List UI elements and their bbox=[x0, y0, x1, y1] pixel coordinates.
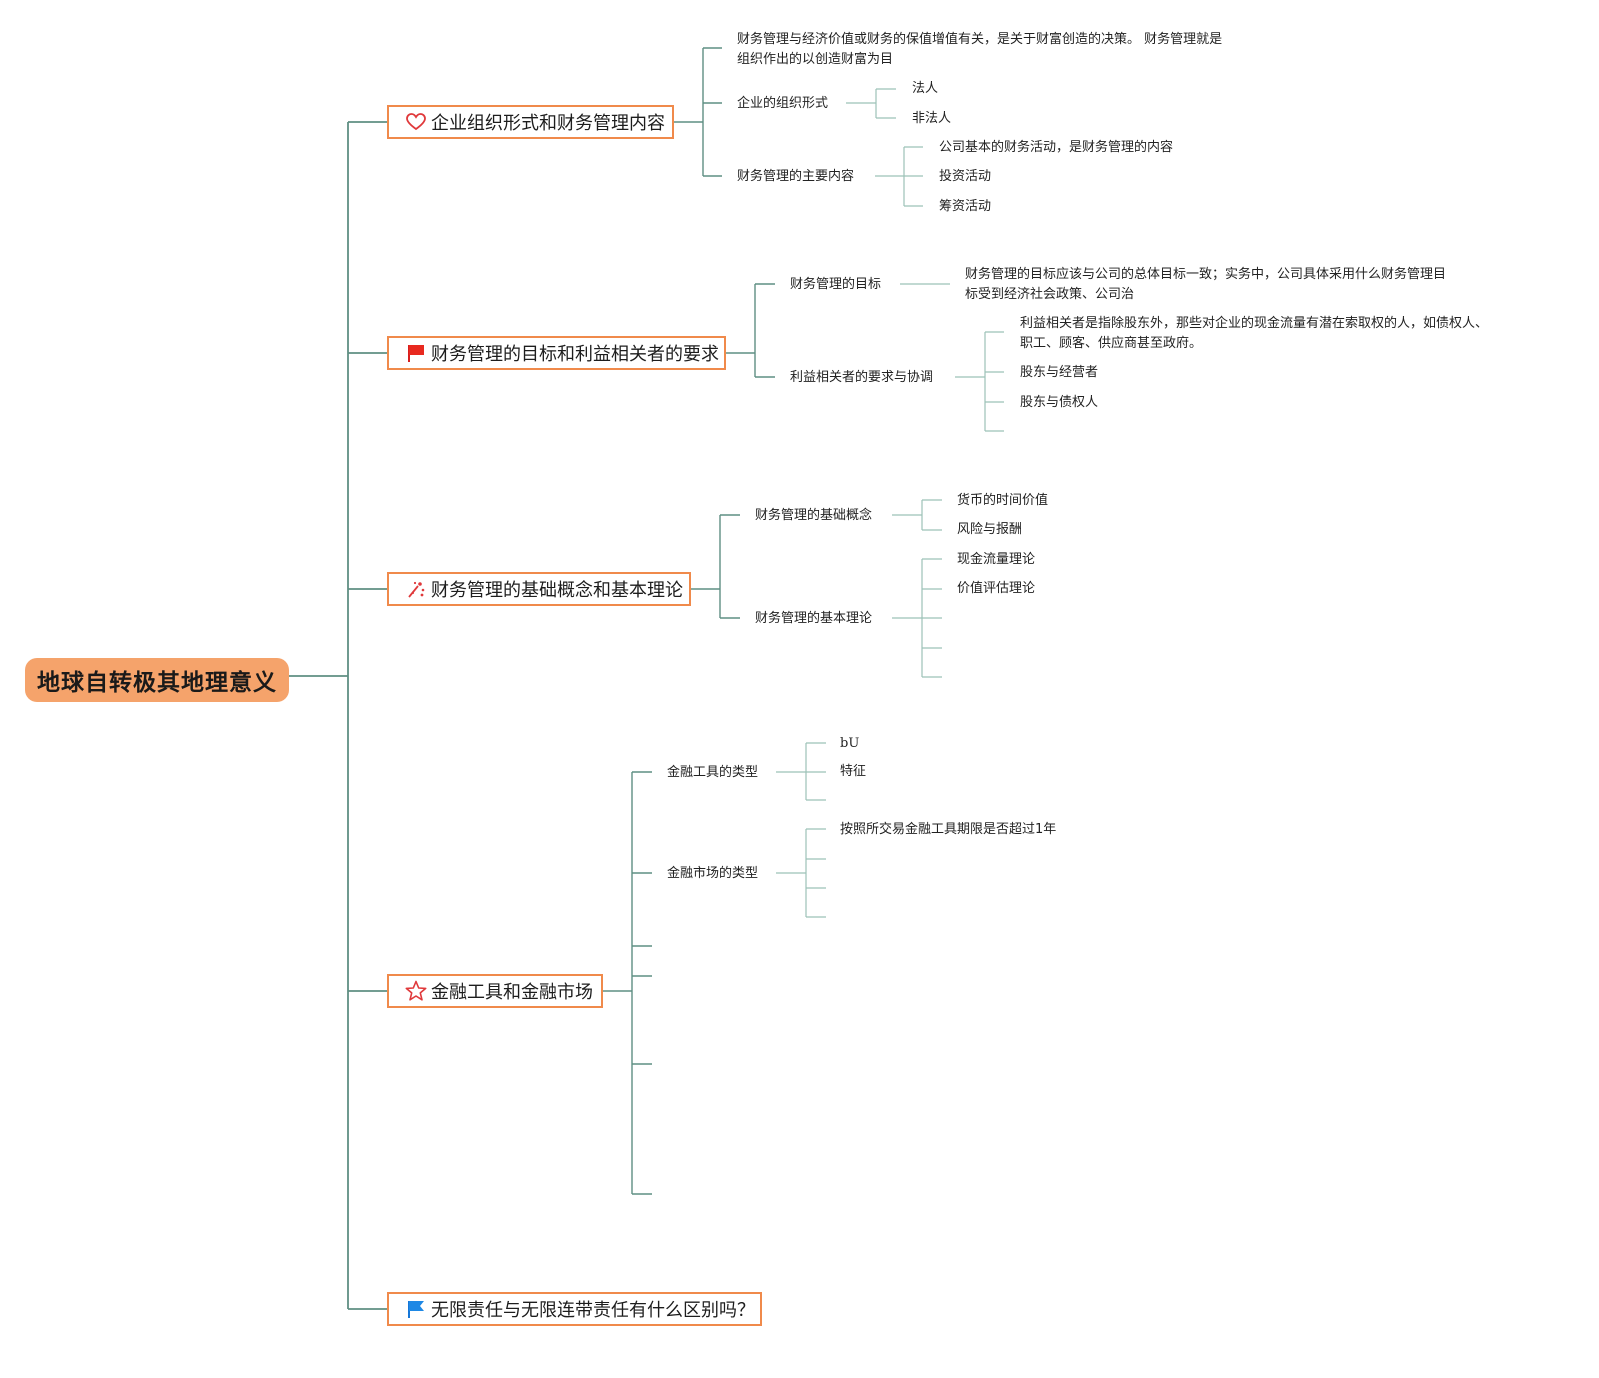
leaf-topic[interactable]: 筹资活动 bbox=[939, 199, 992, 214]
leaf-topic[interactable]: 公司基本的财务活动，是财务管理的内容 bbox=[939, 140, 1174, 155]
leaf-topic[interactable]: 风险与报酬 bbox=[957, 522, 1023, 537]
main-topic-goals[interactable]: 财务管理的目标和利益相关者的要求 bbox=[387, 336, 726, 370]
main-topic-label: 财务管理的基础概念和基本理论 bbox=[431, 580, 683, 601]
leaf-topic[interactable]: 股东与经营者 bbox=[1020, 365, 1099, 380]
main-topic-label: 企业组织形式和财务管理内容 bbox=[431, 113, 665, 134]
subtopic-org-forms[interactable]: 企业的组织形式 bbox=[737, 96, 829, 111]
main-topic-label: 金融工具和金融市场 bbox=[431, 982, 593, 1003]
leaf-topic[interactable]: 投资活动 bbox=[939, 169, 992, 184]
leaf-topic[interactable]: 非法人 bbox=[912, 111, 952, 126]
leaf-topic[interactable]: 特征 bbox=[840, 764, 867, 779]
leaf-topic[interactable]: bU bbox=[840, 736, 860, 751]
star-outline-icon bbox=[405, 980, 427, 1002]
leaf-topic[interactable]: 价值评估理论 bbox=[957, 581, 1036, 596]
leaf-topic[interactable]: 现金流量理论 bbox=[957, 552, 1036, 567]
main-topic-financial-markets[interactable]: 金融工具和金融市场 bbox=[387, 974, 603, 1008]
subtopic-main-content[interactable]: 财务管理的主要内容 bbox=[737, 169, 855, 184]
subtopic-basic-theories[interactable]: 财务管理的基本理论 bbox=[755, 611, 873, 626]
subtopic-instrument-types[interactable]: 金融工具的类型 bbox=[667, 765, 759, 780]
main-topic-label: 无限责任与无限连带责任有什么区别吗？ bbox=[431, 1300, 755, 1321]
main-topic-label: 财务管理的目标和利益相关者的要求 bbox=[431, 344, 719, 365]
subtopic-basic-concepts[interactable]: 财务管理的基础概念 bbox=[755, 508, 873, 523]
leaf-topic[interactable]: 利益相关者是指除股东外，那些对企业的现金流量有潜在索取权的人，如债权人、职工、顾… bbox=[1020, 316, 1489, 351]
leaf-topic[interactable]: 股东与债权人 bbox=[1020, 395, 1099, 410]
leaf-topic[interactable]: 按照所交易金融工具期限是否超过1年 bbox=[840, 822, 1057, 837]
root-topic-label: 地球自转极其地理意义 bbox=[37, 670, 277, 696]
leaf-topic[interactable]: 货币的时间价值 bbox=[957, 493, 1049, 508]
main-topic-organization[interactable]: 企业组织形式和财务管理内容 bbox=[387, 105, 674, 139]
red-flag-icon bbox=[405, 342, 427, 364]
leaf-topic[interactable]: 法人 bbox=[912, 81, 939, 96]
heart-outline-icon bbox=[405, 111, 427, 133]
subtopic-stakeholders[interactable]: 利益相关者的要求与协调 bbox=[790, 370, 934, 385]
leaf-topic[interactable]: 财务管理的目标应该与公司的总体目标一致；实务中，公司具体采用什么财务管理目标受到… bbox=[965, 267, 1447, 302]
sparkle-icon bbox=[405, 578, 427, 600]
subtopic-fm-goal[interactable]: 财务管理的目标 bbox=[790, 277, 882, 292]
blue-flag-icon bbox=[405, 1298, 427, 1320]
root-topic[interactable]: 地球自转极其地理意义 bbox=[25, 658, 289, 702]
subtopic-definition[interactable]: 财务管理与经济价值或财务的保值增值有关，是关于财富创造的决策。 财务管理就是组织… bbox=[737, 32, 1223, 67]
main-topic-concepts[interactable]: 财务管理的基础概念和基本理论 bbox=[387, 572, 691, 606]
main-topic-liability-question[interactable]: 无限责任与无限连带责任有什么区别吗？ bbox=[387, 1292, 762, 1326]
subtopic-market-types[interactable]: 金融市场的类型 bbox=[667, 866, 759, 881]
